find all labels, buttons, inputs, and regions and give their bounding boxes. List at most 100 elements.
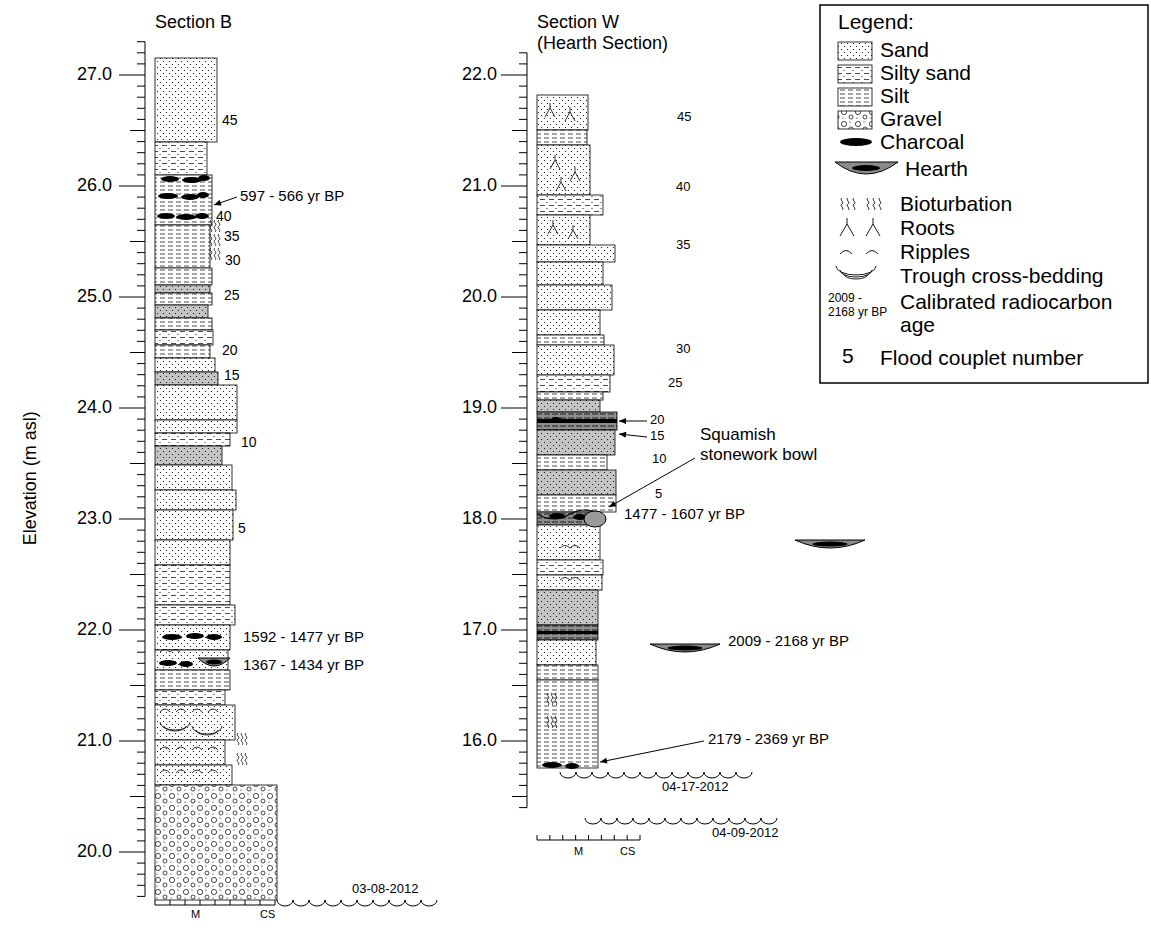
sediment-layer <box>155 690 225 705</box>
sediment-layer <box>537 310 600 335</box>
axis-tick <box>519 63 527 64</box>
charcoal-lens <box>161 176 179 182</box>
legend-text: Roots <box>900 216 955 239</box>
axis-tick <box>119 75 145 76</box>
axis-tick <box>137 474 145 475</box>
sediment-layer <box>155 293 212 305</box>
axis-tick <box>519 585 527 586</box>
sediment-layer <box>155 345 210 358</box>
axis-tick <box>519 341 527 342</box>
sediment-layer <box>537 680 598 768</box>
charcoal-lens <box>198 175 210 181</box>
axis-tick <box>137 52 145 53</box>
axis-tick <box>519 97 527 98</box>
axis-tick <box>137 663 145 664</box>
axis-tick <box>137 885 145 886</box>
sediment-layer <box>155 540 230 565</box>
axis-tick <box>137 729 145 730</box>
charcoal-band <box>537 419 617 423</box>
axis-tick <box>519 230 527 231</box>
axis-tick <box>519 707 527 708</box>
couplet-number: 40 <box>676 180 690 195</box>
axis-tick <box>519 252 527 253</box>
legend-box <box>820 5 1148 383</box>
axis-tick <box>519 197 527 198</box>
couplet-number: 45 <box>222 112 238 128</box>
couplet-number: 35 <box>676 238 690 253</box>
hearth-symbol <box>198 658 230 666</box>
sediment-layer <box>155 420 237 433</box>
sediment-layer <box>155 358 215 372</box>
axis-tick-label: 26.0 <box>77 175 112 196</box>
bioturbation-mark <box>245 753 247 765</box>
radiocarbon-date: 597 - 566 yr BP <box>240 187 344 204</box>
axis-tick <box>519 274 527 275</box>
axis-tick <box>137 97 145 98</box>
sediment-layer <box>155 625 230 650</box>
root-mark <box>565 107 575 121</box>
axis-tick <box>130 685 145 686</box>
axis-tick-label: 18.0 <box>462 508 497 529</box>
axis-tick <box>519 718 527 719</box>
bioturbation-mark <box>551 693 553 705</box>
stone-bowl <box>584 511 606 527</box>
legend-swatch <box>835 162 898 174</box>
sediment-layer <box>155 705 235 740</box>
sediment-layer <box>155 650 228 670</box>
axis-tick <box>519 607 527 608</box>
ripple-mark <box>192 747 202 750</box>
ripple-mark <box>176 770 186 773</box>
axis-tick <box>519 530 527 531</box>
sediment-layer <box>537 245 615 262</box>
legend-swatch <box>840 251 878 255</box>
axis-tick <box>519 385 527 386</box>
axis-tick <box>119 741 145 742</box>
axis-title: Elevation (m asl) <box>20 411 41 545</box>
ripple-mark <box>160 770 170 773</box>
axis-tick <box>519 674 527 675</box>
axis-tick <box>519 52 527 53</box>
grain-size-tick <box>200 900 201 905</box>
axis-tick <box>137 319 145 320</box>
charcoal-lens <box>159 660 177 666</box>
section-title: Section W (Hearth Section) <box>537 12 677 53</box>
sediment-layer <box>537 575 602 590</box>
axis-tick <box>519 485 527 486</box>
sediment-layer <box>155 740 225 765</box>
sediment-layer <box>537 525 600 560</box>
axis-line <box>145 42 146 897</box>
legend-text: Flood couplet number <box>880 346 1142 369</box>
sediment-layer <box>155 318 212 330</box>
sediment-layer <box>155 58 217 142</box>
legend-text: Silt <box>880 84 909 107</box>
axis-tick <box>137 829 145 830</box>
radiocarbon-date: 2009 - 2168 yr BP <box>728 632 849 649</box>
axis-tick-label: 16.0 <box>462 730 497 751</box>
axis-tick <box>519 452 527 453</box>
grain-size-tick <box>549 835 550 840</box>
grain-size-tick <box>260 900 261 905</box>
axis-tick <box>137 419 145 420</box>
sediment-layer <box>537 495 616 512</box>
legend-swatch <box>840 138 872 146</box>
axis-tick <box>137 863 145 864</box>
hearth-symbol <box>650 644 720 652</box>
axis-tick <box>137 230 145 231</box>
bioturbation-mark <box>555 716 557 728</box>
axis-tick <box>501 297 527 298</box>
ripple-mark <box>560 578 580 581</box>
axis-tick <box>137 163 145 164</box>
grain-size-tick <box>614 835 615 840</box>
axis-tick <box>137 541 145 542</box>
axis-tick <box>519 441 527 442</box>
water-level-line <box>560 772 752 778</box>
axis-tick <box>137 585 145 586</box>
axis-tick <box>137 774 145 775</box>
bioturbation-mark <box>210 234 212 246</box>
sediment-layer <box>537 640 596 665</box>
axis-tick <box>519 496 527 497</box>
axis-tick <box>137 485 145 486</box>
axis-tick <box>137 530 145 531</box>
axis-tick <box>130 241 145 242</box>
